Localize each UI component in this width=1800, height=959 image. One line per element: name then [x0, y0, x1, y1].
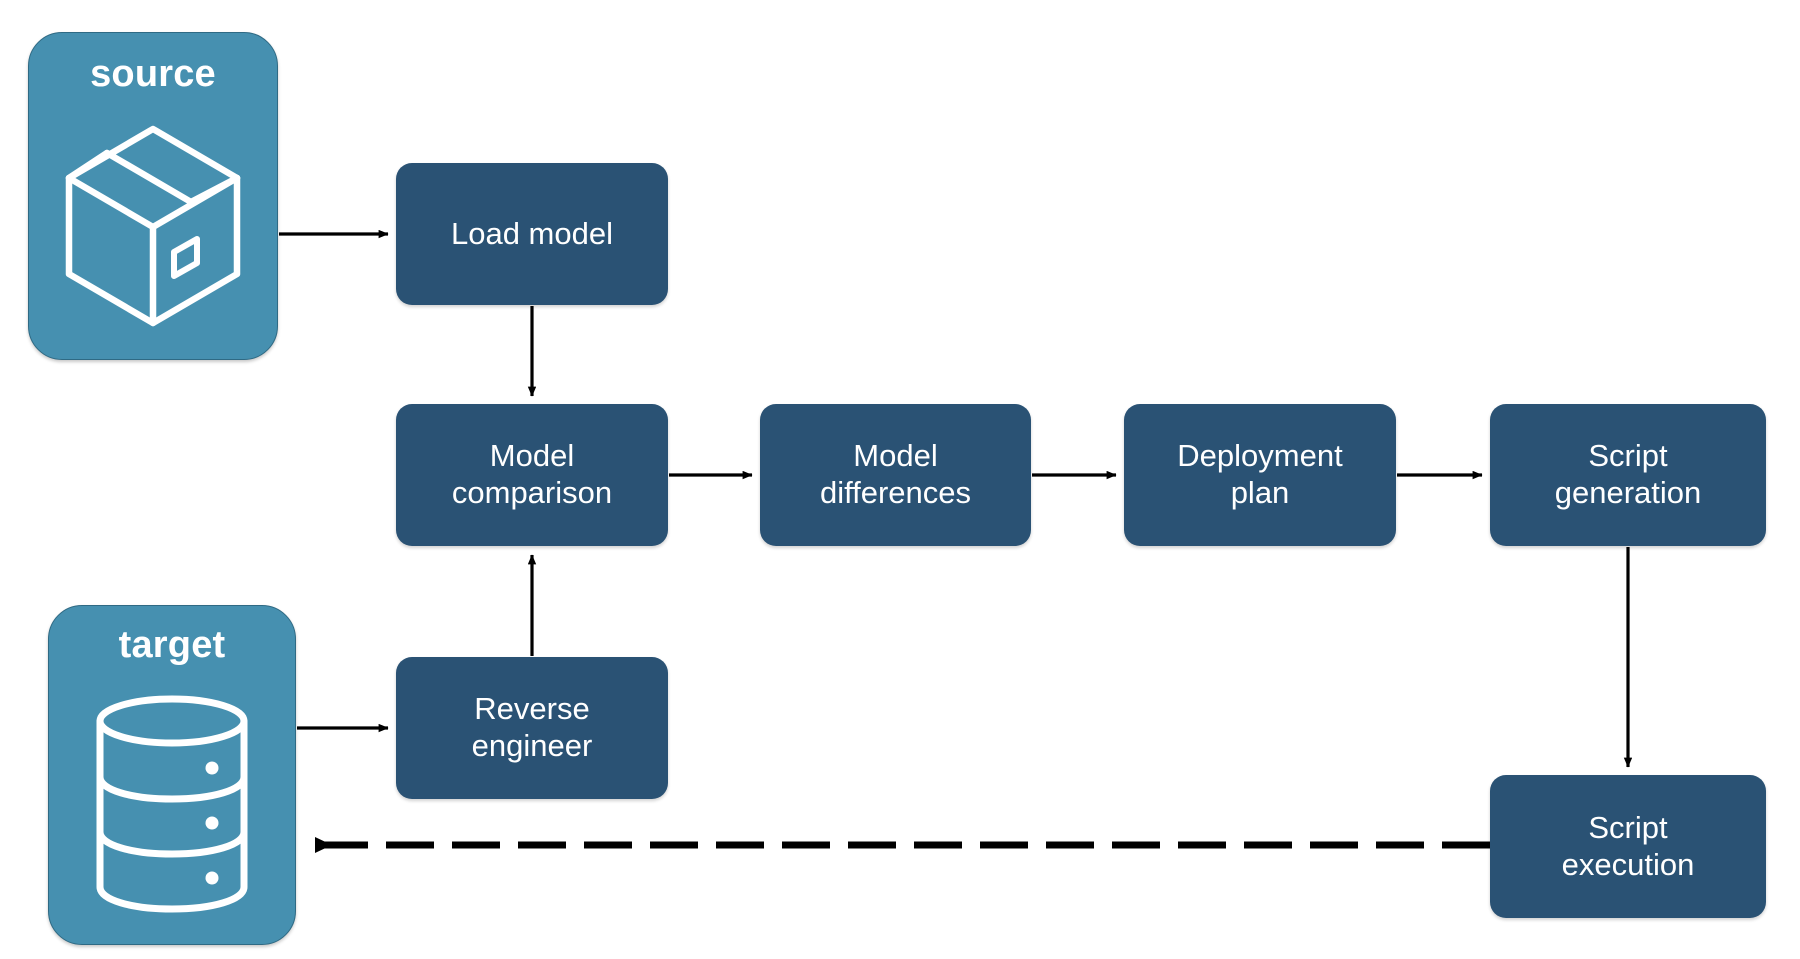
package-box-icon — [29, 93, 277, 359]
process-node-reverse-engineer[interactable]: Reverse engineer — [396, 657, 668, 799]
endpoint-node-source[interactable]: source — [28, 32, 278, 360]
process-label-reverse-engineer: Reverse engineer — [471, 691, 593, 763]
process-label-deployment-plan: Deployment plan — [1177, 438, 1343, 510]
endpoint-node-target[interactable]: target — [48, 605, 296, 945]
database-cylinder-icon — [49, 664, 295, 944]
process-label-script-execution: Script execution — [1561, 809, 1695, 882]
endpoint-label-target: target — [118, 624, 226, 666]
process-node-model-differences[interactable]: Model differences — [760, 404, 1031, 546]
process-node-model-comparison[interactable]: Model comparison — [396, 404, 668, 546]
process-label-script-generation: Script generation — [1554, 438, 1702, 510]
process-node-script-generation[interactable]: Script generation — [1490, 404, 1766, 546]
process-label-load-model: Load model — [450, 215, 613, 251]
process-node-script-execution[interactable]: Script execution — [1490, 775, 1766, 918]
process-node-deployment-plan[interactable]: Deployment plan — [1124, 404, 1396, 546]
process-label-model-differences: Model differences — [819, 438, 972, 510]
process-node-load-model[interactable]: Load model — [396, 163, 668, 305]
process-label-model-comparison: Model comparison — [451, 438, 613, 510]
endpoint-label-source: source — [90, 53, 216, 95]
